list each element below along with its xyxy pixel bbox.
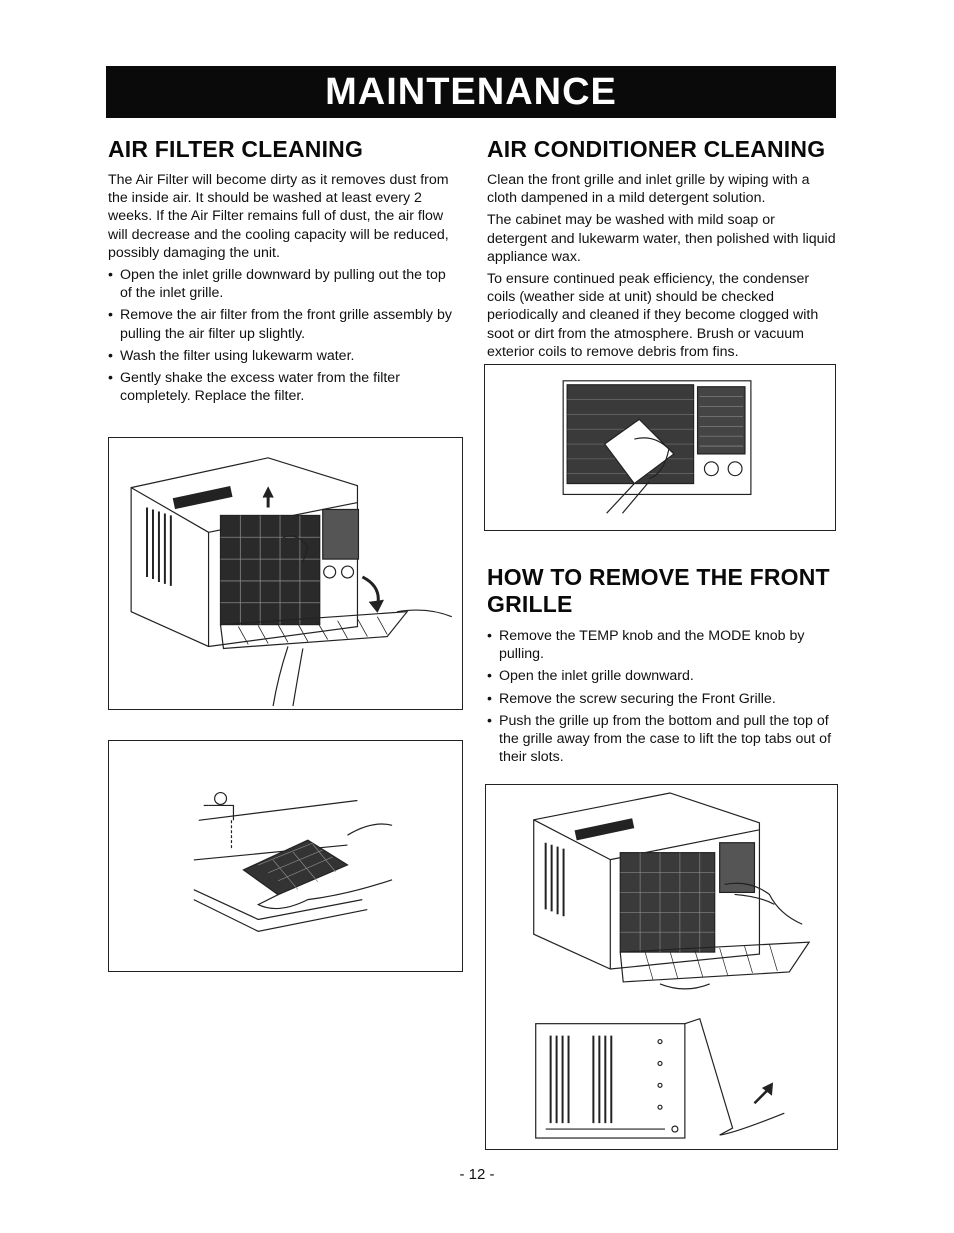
list-item: Push the grille up from the bottom and p… [487, 712, 837, 767]
list-item: Open the inlet grille downward by pullin… [108, 266, 454, 302]
section-banner: MAINTENANCE [106, 66, 836, 118]
front-grille-text: Remove the TEMP knob and the MODE knob b… [487, 627, 837, 770]
list-item: Remove the air filter from the front gri… [108, 306, 454, 342]
air-filter-steps: Open the inlet grille downward by pullin… [108, 266, 454, 405]
list-item: Gently shake the excess water from the f… [108, 369, 454, 405]
wash-filter-illustration [108, 740, 463, 972]
ac-cleaning-text: Clean the front grille and inlet grille … [487, 171, 837, 365]
list-item: Remove the screw securing the Front Gril… [487, 690, 837, 708]
front-grille-steps: Remove the TEMP knob and the MODE knob b… [487, 627, 837, 766]
ac-cleaning-paragraph: To ensure continued peak efficiency, the… [487, 271, 819, 360]
air-filter-text: The Air Filter will become dirty as it r… [108, 171, 454, 409]
list-item: Wash the filter using lukewarm water. [108, 347, 454, 365]
front-grille-heading: HOW TO REMOVE THE FRONT GRILLE [487, 564, 830, 617]
ac-cleaning-heading: AIR CONDITIONER CLEANING [487, 136, 826, 162]
ac-cleaning-paragraph: The cabinet may be washed with mild soap… [487, 212, 836, 265]
wipe-front-grille-illustration [484, 364, 836, 531]
air-filter-heading: AIR FILTER CLEANING [108, 136, 364, 162]
ac-cleaning-paragraph: Clean the front grille and inlet grille … [487, 172, 810, 207]
remove-front-grille-illustration [485, 784, 838, 1150]
list-item: Open the inlet grille downward. [487, 667, 837, 685]
air-filter-intro: The Air Filter will become dirty as it r… [108, 172, 449, 261]
list-item: Remove the TEMP knob and the MODE knob b… [487, 627, 837, 663]
page-number: - 12 - [459, 1166, 495, 1183]
open-inlet-grille-illustration [108, 437, 463, 710]
